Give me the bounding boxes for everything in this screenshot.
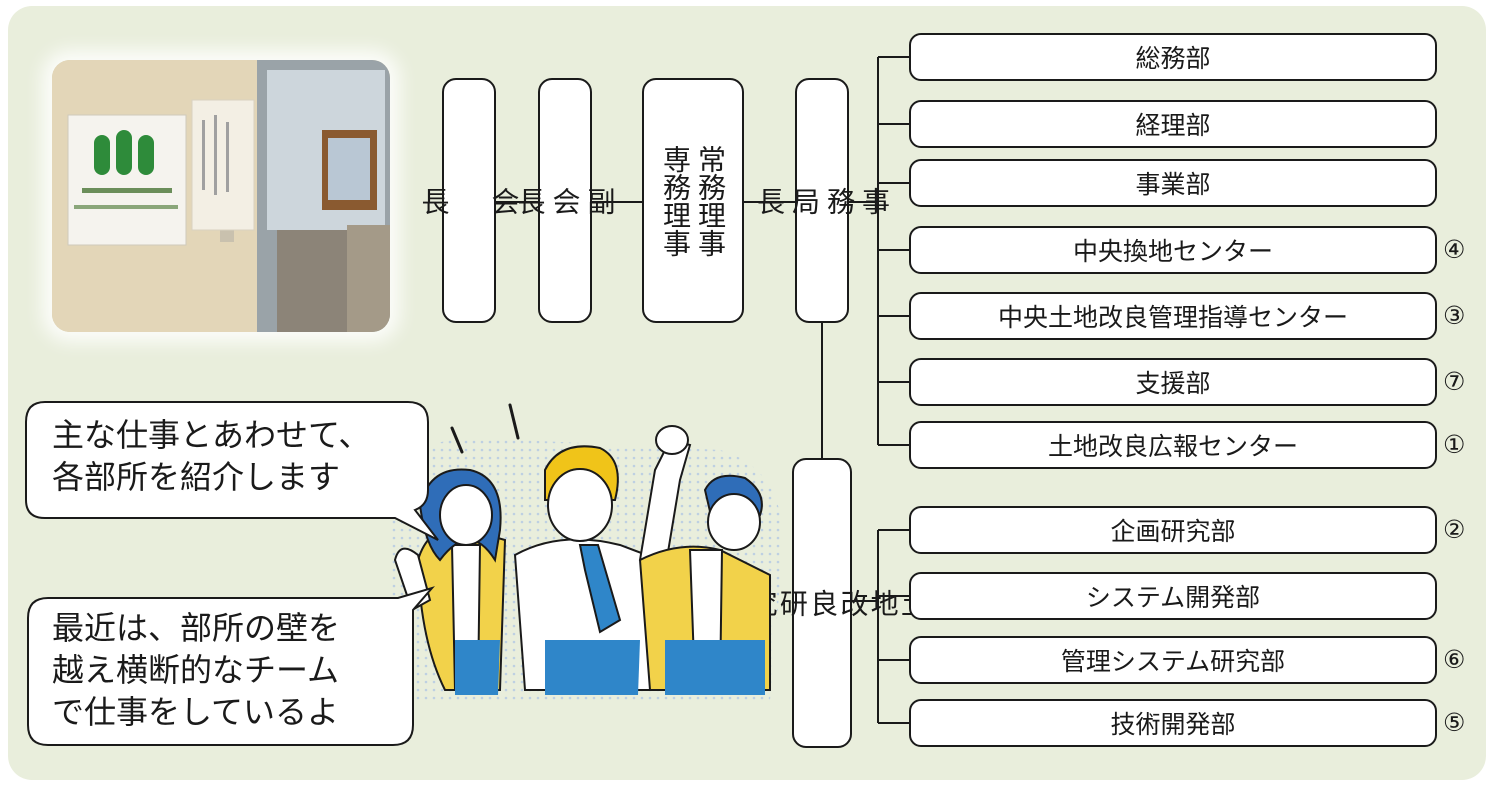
department-label: 経理部 <box>1135 111 1211 140</box>
logo-plaque <box>67 114 187 246</box>
department-label: 管理システム研究部 <box>1060 647 1286 676</box>
badge-number: ④ <box>1443 235 1466 264</box>
department-label: システム開発部 <box>1085 583 1261 612</box>
department-box: 総務部 <box>909 33 1437 81</box>
department-box: 管理システム研究部 <box>909 636 1437 684</box>
badge-number: ② <box>1443 515 1466 544</box>
department-box: 技術開発部 <box>909 699 1437 747</box>
department-box: 中央土地改良管理指導センター <box>909 292 1437 340</box>
department-label: 技術開発部 <box>1110 710 1236 739</box>
secretary-general-label: 事 務 局 長 <box>753 186 891 215</box>
intro-speech-bubble: 主な仕事とあわせて、 各部所を紹介します <box>52 416 371 497</box>
executive-directors-box: 常務理事 専務理事 <box>642 78 744 323</box>
department-label: 土地改良広報センター <box>1047 432 1298 461</box>
badge-number: ⑤ <box>1443 708 1466 737</box>
badge-number: ③ <box>1443 301 1466 330</box>
badge-number: ⑥ <box>1443 645 1466 674</box>
badge-number: ① <box>1443 430 1466 459</box>
office-entrance-photo <box>52 60 390 332</box>
department-label: 中央土地改良管理指導センター <box>997 303 1348 332</box>
vice-president-box: 副 会 長 <box>514 78 617 323</box>
department-box: 中央換地センター <box>909 226 1437 274</box>
department-box: システム開発部 <box>909 572 1437 620</box>
executive-directors-label: 常務理事 専務理事 <box>659 144 727 257</box>
department-box: 企画研究部 <box>909 506 1437 554</box>
department-label: 事業部 <box>1135 170 1211 199</box>
department-label: 支援部 <box>1135 369 1211 398</box>
badge-number: ⑦ <box>1443 367 1466 396</box>
department-label: 中央換地センター <box>1072 237 1273 266</box>
department-box: 支援部 <box>909 358 1437 406</box>
secretary-general-box: 事 務 局 長 <box>753 78 891 323</box>
teamwork-speech-bubble: 最近は、部所の壁を 越え横断的なチーム で仕事をしているよ <box>52 609 341 732</box>
department-box: 事業部 <box>909 159 1437 207</box>
department-box: 経理部 <box>909 100 1437 148</box>
department-label: 企画研究部 <box>1110 517 1236 546</box>
department-label: 総務部 <box>1135 44 1211 73</box>
department-box: 土地改良広報センター <box>909 421 1437 469</box>
president-label: 会 長 <box>417 186 521 215</box>
vice-president-label: 副 会 長 <box>513 186 617 215</box>
president-box: 会 長 <box>418 78 521 323</box>
